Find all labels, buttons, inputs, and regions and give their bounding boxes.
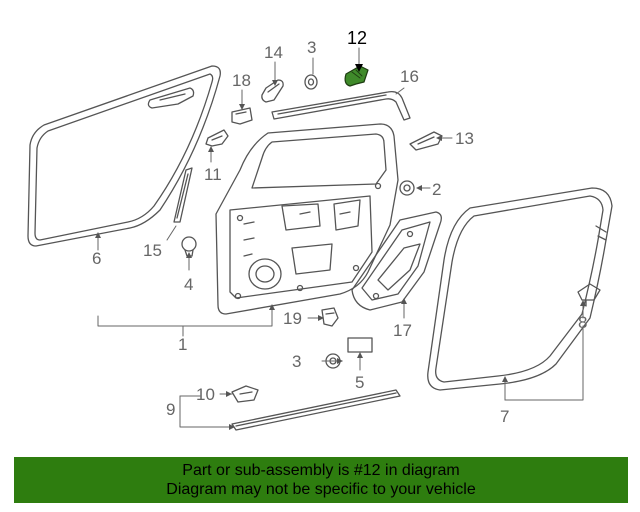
clip-19-part — [321, 307, 339, 327]
label-1: 1 — [178, 335, 187, 354]
clip-8-part — [577, 283, 601, 307]
leader-arrowheads — [95, 64, 586, 430]
label-16: 16 — [400, 67, 419, 86]
part-info-banner: Part or sub-assembly is #12 in diagram D… — [14, 457, 628, 503]
label-14: 14 — [264, 43, 283, 62]
label-7: 7 — [500, 407, 509, 426]
lower-molding-9-part — [231, 389, 401, 431]
label-9: 9 — [166, 400, 175, 419]
label-6: 6 — [92, 249, 101, 268]
label-19: 19 — [283, 309, 302, 328]
clip-13-part — [409, 131, 443, 151]
banner-line-disclaimer: Diagram may not be specific to your vehi… — [166, 481, 476, 498]
trim-15-part — [173, 167, 193, 223]
clip-10-part — [231, 385, 259, 403]
label-17: 17 — [393, 321, 412, 340]
label-4: 4 — [184, 275, 193, 294]
door-belt-molding-part — [271, 90, 411, 121]
door-weatherstrip-part — [427, 187, 613, 391]
grommet-3-top-part — [304, 74, 318, 90]
label-18: 18 — [232, 71, 251, 90]
label-3-bottom: 3 — [292, 352, 301, 371]
part-12-highlighted — [344, 65, 369, 87]
label-13: 13 — [455, 129, 474, 148]
label-5: 5 — [355, 373, 364, 392]
label-3-top: 3 — [307, 38, 316, 57]
door-outer-panel-part — [27, 65, 221, 247]
pad-5-part — [347, 337, 373, 353]
door-frame-part — [215, 123, 399, 315]
label-11: 11 — [204, 165, 222, 184]
service-hole-cover-part — [351, 211, 442, 311]
grommet-2-part — [399, 180, 415, 196]
label-2: 2 — [432, 180, 441, 199]
label-15: 15 — [143, 241, 162, 260]
label-12-highlighted: 12 — [347, 28, 367, 48]
bracket-11-part — [205, 129, 229, 147]
label-8: 8 — [578, 313, 587, 332]
label-10: 10 — [196, 385, 215, 404]
clip-18-part — [231, 107, 253, 125]
bracket-14-part — [261, 79, 284, 103]
banner-line-part-number: Part or sub-assembly is #12 in diagram — [182, 462, 460, 479]
rear-door-parts-diagram: 6 1 2 3 3 4 5 7 8 9 10 11 12 13 14 15 16… — [27, 28, 613, 431]
